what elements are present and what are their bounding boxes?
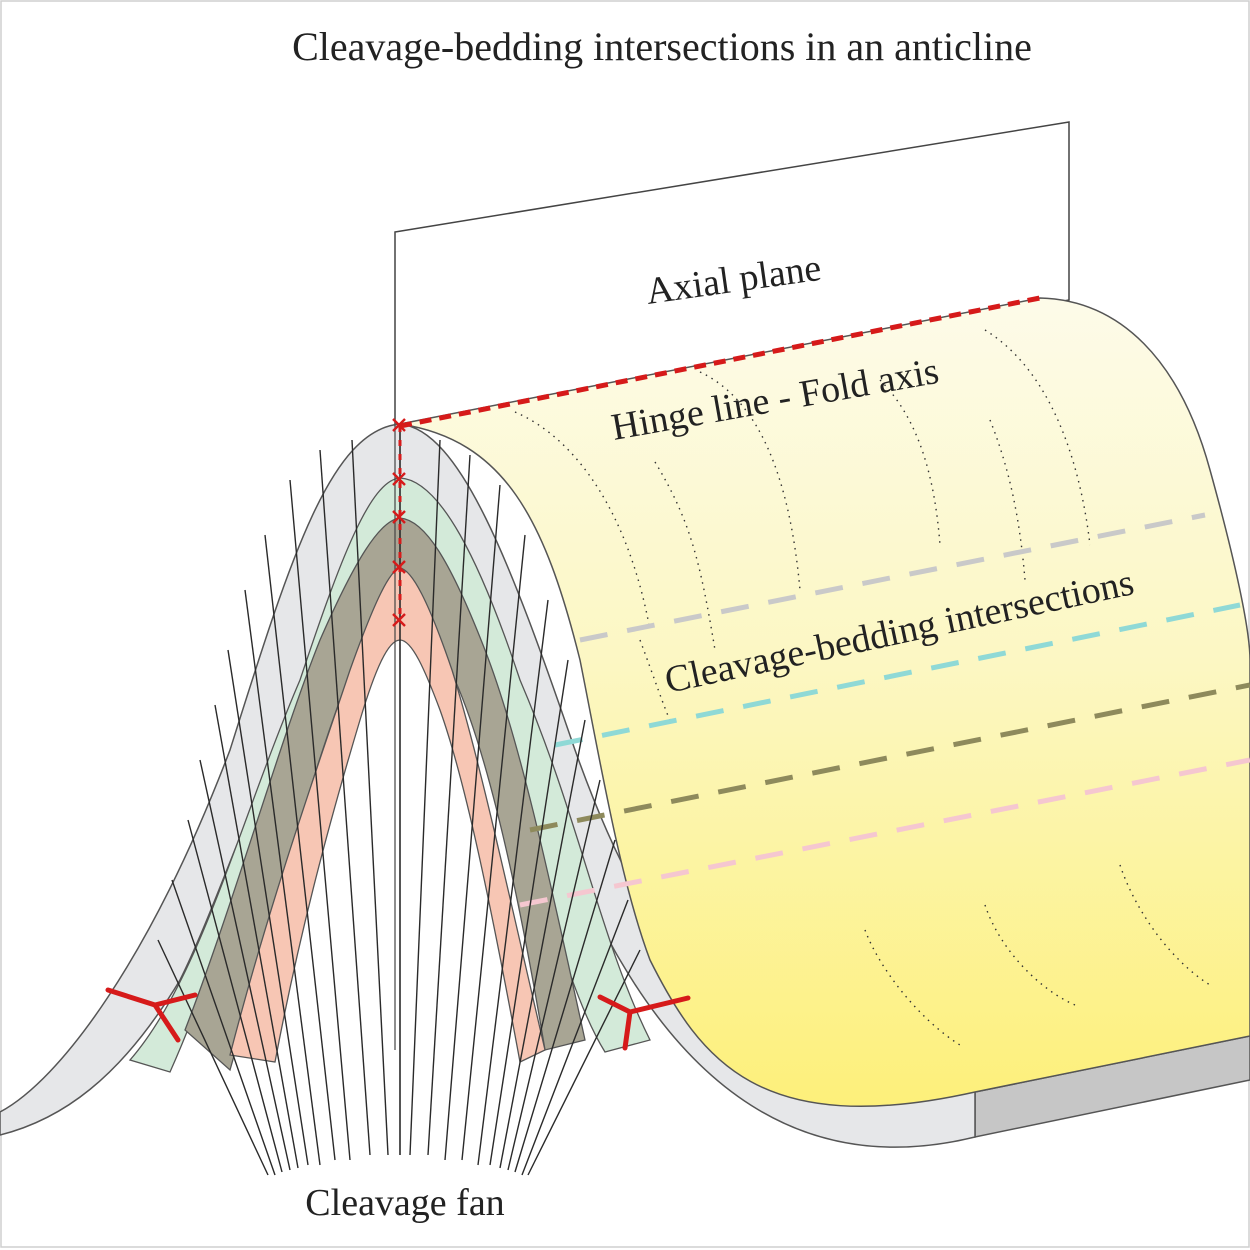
x-marker [392, 418, 406, 432]
dip-symbol-left [105, 987, 198, 1043]
intersection-markers [392, 418, 406, 627]
axial-plane [394, 121, 1070, 426]
x-marker [392, 613, 406, 627]
diagram-title: Cleavage-bedding intersections in an ant… [292, 24, 1032, 69]
intersection-line-olive [529, 682, 1250, 833]
intersection-line-grey [579, 512, 1206, 643]
bedding-surface [399, 297, 1250, 1107]
cleavage-fan-lines [157, 439, 641, 1176]
cleavage-fan-label: Cleavage fan [305, 1182, 504, 1224]
x-marker [392, 510, 406, 524]
x-marker [392, 472, 406, 486]
surface-cleavage-traces [514, 329, 1211, 1046]
hinge-line [399, 295, 1041, 429]
intersection-line-cyan [554, 602, 1241, 748]
x-marker [392, 560, 406, 574]
dip-symbol-right [597, 994, 691, 1051]
